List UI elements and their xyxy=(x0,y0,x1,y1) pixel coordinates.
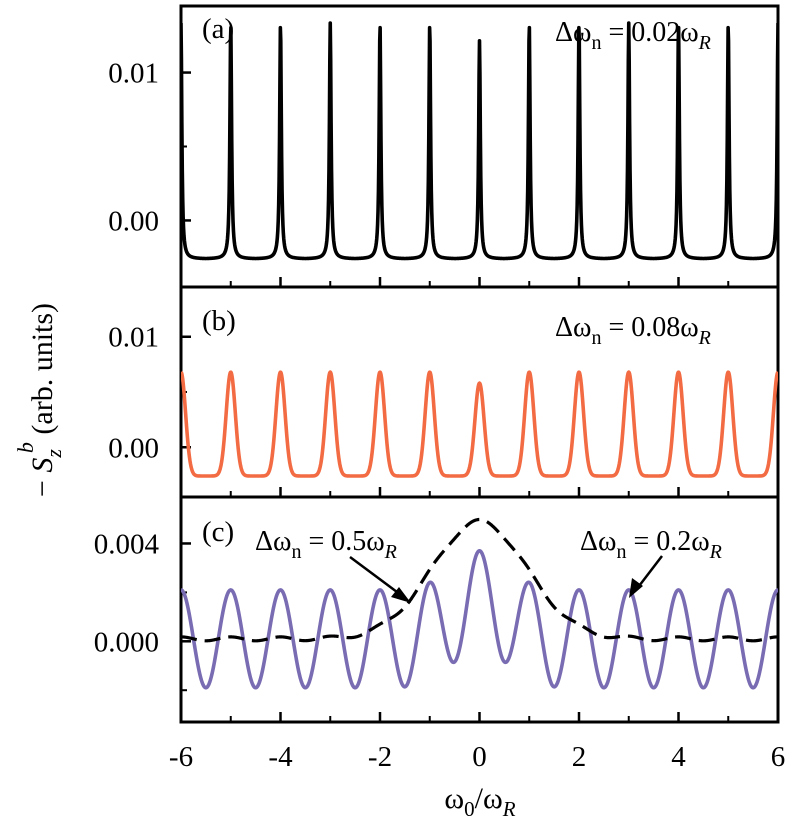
panel-a: 0.00 0.01 (a) Δωn = 0.02ωR xyxy=(108,4,780,289)
x-axis-title: ω0/ωR xyxy=(444,782,515,820)
x-tick-label: -4 xyxy=(268,741,293,773)
x-tick-label: 0 xyxy=(472,741,487,773)
panel-c-label: (c) xyxy=(202,516,234,548)
panel-a-annotation: Δωn = 0.02ωR xyxy=(555,17,711,54)
panel-c-series-line xyxy=(181,549,778,690)
x-tick-label: 6 xyxy=(771,741,786,773)
x-tick-label: -2 xyxy=(368,741,392,773)
panel-c-y-tick-label: 0.000 xyxy=(94,626,159,658)
panel-a-series-line xyxy=(181,21,778,261)
panel-b-series-line xyxy=(181,370,778,478)
panel-a-label: (a) xyxy=(202,13,234,45)
panel-c-annotation-broad: Δωn = 0.5ωR xyxy=(255,526,397,563)
panel-a-y-tick-label: 0.01 xyxy=(108,58,159,90)
panel-c-series-dashed-line xyxy=(181,517,778,643)
panel-b-y-tick-label: 0.00 xyxy=(108,432,159,464)
panel-b: 0.00 0.01 (b) Δωn = 0.08ωR xyxy=(108,285,780,499)
panel-b-label: (b) xyxy=(202,305,236,337)
panel-b-y-tick-label: 0.01 xyxy=(108,322,159,354)
panel-a-y-tick-label: 0.00 xyxy=(108,205,159,237)
x-tick-label: 2 xyxy=(572,741,587,773)
y-axis-title: − Szb (arb. units) xyxy=(13,303,66,497)
panel-c-arrow-narrow xyxy=(629,555,663,598)
panel-c-annotation-narrow: Δωn = 0.2ωR xyxy=(580,526,722,563)
panel-c: -6 -4 -2 0 2 4 6 0.000 0.004 (c) Δωn = 0.5ωR Δωn… xyxy=(94,495,786,773)
panel-a-plot-area: 0.00 0.01 xyxy=(108,4,780,289)
panel-b-annotation: Δωn = 0.08ωR xyxy=(555,312,711,349)
x-tick-label: 4 xyxy=(671,741,686,773)
panel-c-arrow-broad xyxy=(349,555,411,603)
x-tick-label: -6 xyxy=(169,741,193,773)
panel-c-plot-area: -6 -4 -2 0 2 4 6 0.000 0.004 xyxy=(94,495,786,773)
panel-c-y-tick-label: 0.004 xyxy=(94,528,160,560)
